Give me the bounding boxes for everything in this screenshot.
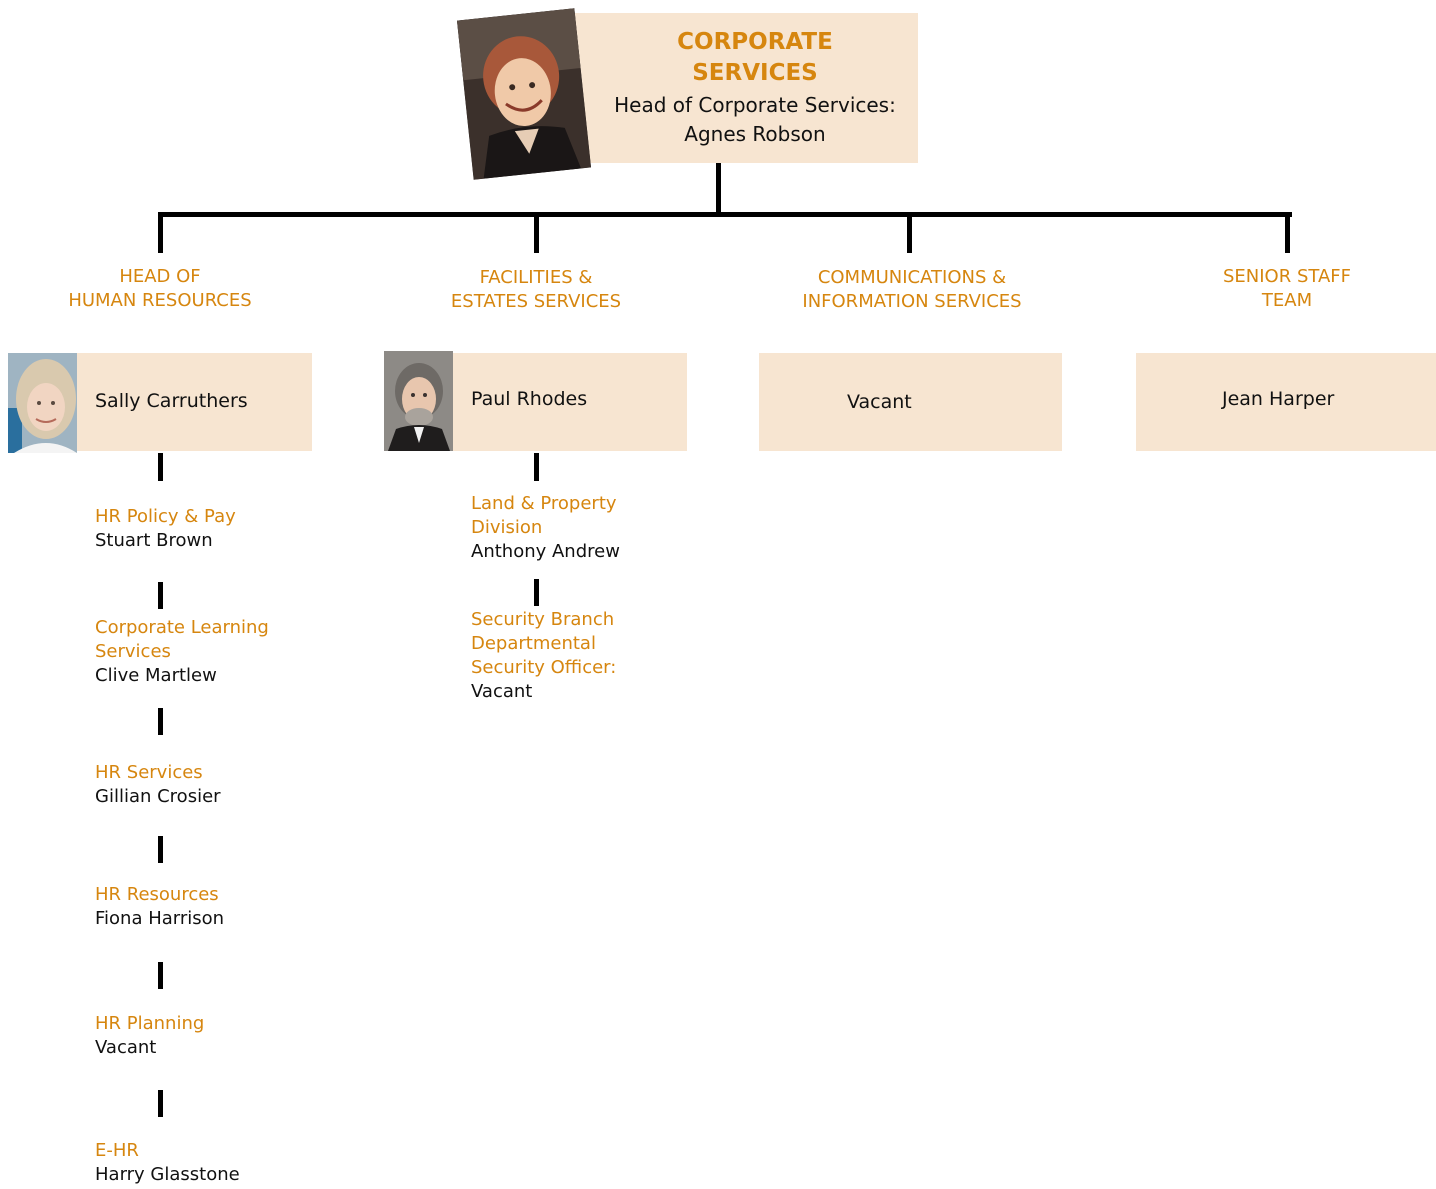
unit-title-hr-policy-pay: HR Policy & Pay: [95, 506, 236, 527]
unit-title-hr-resources: HR Resources: [95, 884, 219, 905]
unit-name-harry-glasstone: Harry Glasstone: [95, 1164, 240, 1185]
unit-name-gillian-crosier: Gillian Crosier: [95, 786, 221, 807]
hr-connector-6: [158, 1090, 163, 1117]
unit-title-land-property: Land & Property Division: [471, 493, 617, 538]
connector-senior-drop: [1285, 212, 1290, 253]
facilities-connector-1: [534, 453, 539, 481]
heading-communications-information: COMMUNICATIONS & INFORMATION SERVICES: [802, 267, 1022, 312]
heading-human-resources: HEAD OF HUMAN RESOURCES: [68, 266, 252, 311]
hr-head-photo: [8, 353, 77, 453]
unit-title-e-hr: E-HR: [95, 1140, 139, 1161]
connector-facilities-drop: [534, 212, 539, 253]
unit-title-security-branch: Security Branch Departmental Security Of…: [471, 609, 617, 678]
connector-horizontal-bus: [158, 212, 1292, 217]
corporate-services-box: [575, 13, 918, 163]
unit-name-anthony-andrew: Anthony Andrew: [471, 541, 620, 562]
facilities-head-photo: [384, 351, 453, 451]
head-of-corporate-services: Head of Corporate Services: Agnes Robson: [614, 93, 896, 146]
heading-senior-staff-team: SENIOR STAFF TEAM: [1222, 266, 1351, 311]
unit-name-hr-planning-vacant: Vacant: [95, 1037, 157, 1058]
senior-staff-name: Jean Harper: [1222, 388, 1335, 410]
hr-connector-4: [158, 836, 163, 863]
connector-comms-drop: [907, 212, 912, 253]
head-portrait-photo: [456, 8, 592, 180]
communications-head-name: Vacant: [847, 391, 912, 413]
connector-top-vertical: [716, 163, 721, 215]
unit-title-hr-services: HR Services: [95, 762, 203, 783]
communications-head-box: [759, 353, 1062, 451]
unit-name-stuart-brown: Stuart Brown: [95, 530, 213, 551]
facilities-head-name: Paul Rhodes: [471, 388, 588, 410]
facilities-connector-2: [534, 579, 539, 606]
hr-connector-2: [158, 582, 163, 609]
unit-name-fiona-harrison: Fiona Harrison: [95, 908, 225, 929]
hr-connector-3: [158, 708, 163, 735]
hr-head-name: Sally Carruthers: [95, 390, 248, 412]
corporate-services-title: CORPORATE SERVICES: [677, 29, 833, 86]
hr-connector-1: [158, 453, 163, 481]
unit-title-corporate-learning: Corporate Learning Services: [95, 617, 269, 662]
unit-name-security-vacant: Vacant: [471, 681, 533, 702]
senior-staff-box: [1136, 353, 1436, 451]
hr-connector-5: [158, 962, 163, 989]
connector-hr-drop: [158, 212, 163, 253]
unit-name-clive-martlew: Clive Martlew: [95, 665, 217, 686]
unit-title-hr-planning: HR Planning: [95, 1013, 205, 1034]
heading-facilities-estates: FACILITIES & ESTATES SERVICES: [450, 267, 622, 312]
